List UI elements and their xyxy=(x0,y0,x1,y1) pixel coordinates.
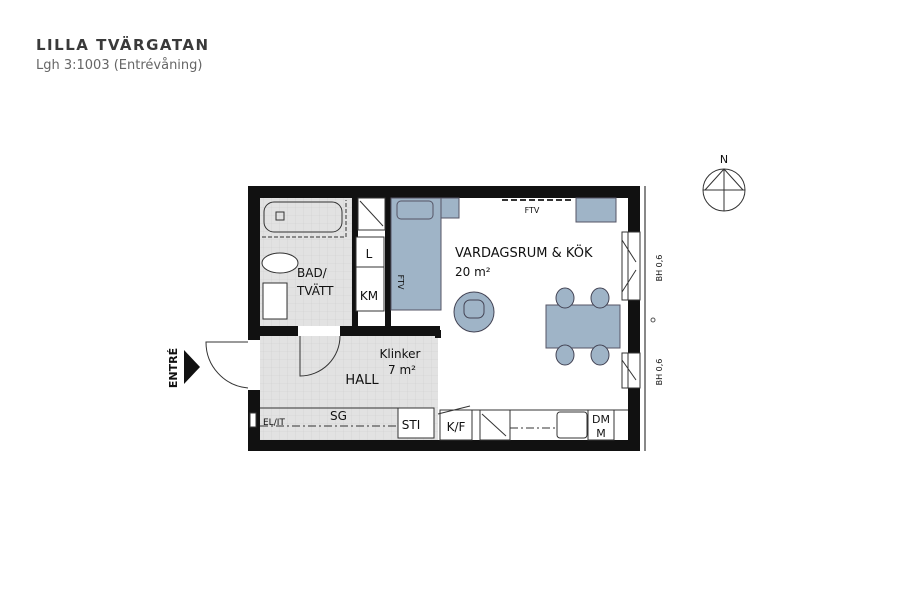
bathtub xyxy=(262,200,347,238)
label-ftv-side: FTV xyxy=(396,275,405,290)
toilet xyxy=(261,252,299,274)
kitchen-counter xyxy=(437,405,628,441)
bath-door xyxy=(299,335,341,377)
cabinet-l xyxy=(355,236,385,268)
living-name: VARDAGSRUM & KÖK xyxy=(455,244,593,261)
page-title: LILLA TVÄRGATAN xyxy=(36,36,210,54)
walls xyxy=(248,186,640,451)
label-elit: EL/IT xyxy=(263,418,285,428)
label-l: L xyxy=(366,247,373,261)
pillow xyxy=(396,200,434,220)
sink xyxy=(262,282,288,320)
entrance-door xyxy=(205,341,249,389)
compass-north: N xyxy=(720,153,728,166)
compass-icon xyxy=(702,168,746,212)
entrance-arrow xyxy=(184,350,200,384)
dining-table xyxy=(545,304,621,349)
dining-chairs xyxy=(555,287,610,366)
label-dm: DM xyxy=(592,413,610,426)
nightstand xyxy=(440,197,460,219)
living-area: 20 m² xyxy=(455,265,491,279)
shelf xyxy=(575,197,617,223)
bh-label-1: BH 0,6 xyxy=(655,255,664,282)
cabinet-km xyxy=(355,266,385,312)
page-subtitle: Lgh 3:1003 (Entrévåning) xyxy=(36,58,203,73)
bh-label-2: BH 0,6 xyxy=(655,359,664,386)
wardrobe xyxy=(249,407,435,439)
label-sti: STI xyxy=(402,418,421,432)
hall-area: 7 m² xyxy=(388,363,416,377)
label-sg: SG xyxy=(330,409,347,423)
entrance-label: ENTRÉ xyxy=(167,348,180,388)
window xyxy=(621,231,641,389)
label-km: KM xyxy=(360,289,378,303)
label-kf: K/F xyxy=(447,420,466,434)
armchair xyxy=(453,291,495,333)
hall-floor-label: Klinker xyxy=(380,347,421,361)
hall-name: HALL xyxy=(345,373,379,388)
label-ftv-top: FTV xyxy=(525,206,540,215)
shower-box xyxy=(357,197,386,231)
bath-name-1: BAD/ xyxy=(297,266,328,280)
label-m: M xyxy=(596,427,606,440)
bath-name-2: TVÄTT xyxy=(296,283,334,298)
